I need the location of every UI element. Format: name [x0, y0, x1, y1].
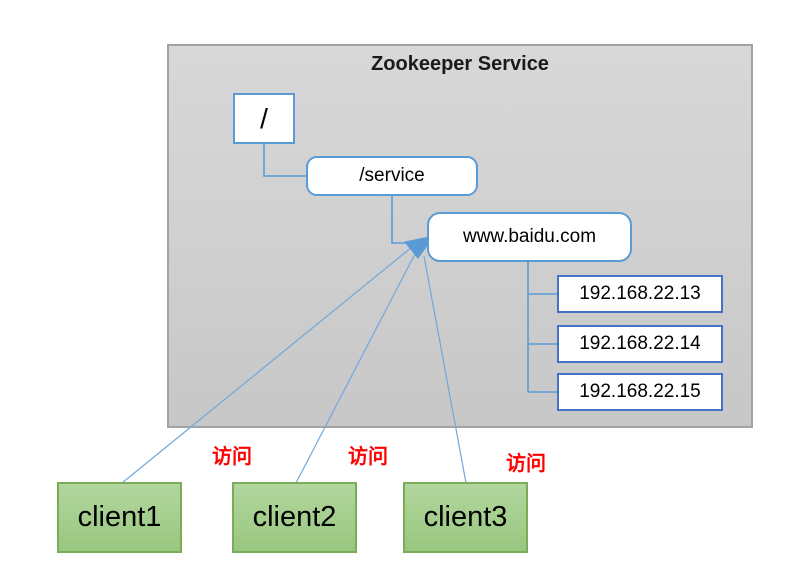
node-ip-3: 192.168.22.15	[557, 373, 723, 411]
diagram-title: Zookeeper Service	[371, 53, 549, 75]
access-label-1: 访问	[212, 446, 252, 468]
node-domain: www.baidu.com	[427, 212, 632, 262]
client-box-2: client2	[232, 482, 357, 553]
node-service: /service	[306, 156, 478, 196]
access-label-3: 访问	[506, 453, 546, 475]
node-ip-1: 192.168.22.13	[557, 275, 723, 313]
client-box-1: client1	[57, 482, 182, 553]
client-box-3: client3	[403, 482, 528, 553]
node-root: /	[233, 93, 295, 144]
node-ip-2: 192.168.22.14	[557, 325, 723, 363]
access-label-2: 访问	[348, 446, 388, 468]
